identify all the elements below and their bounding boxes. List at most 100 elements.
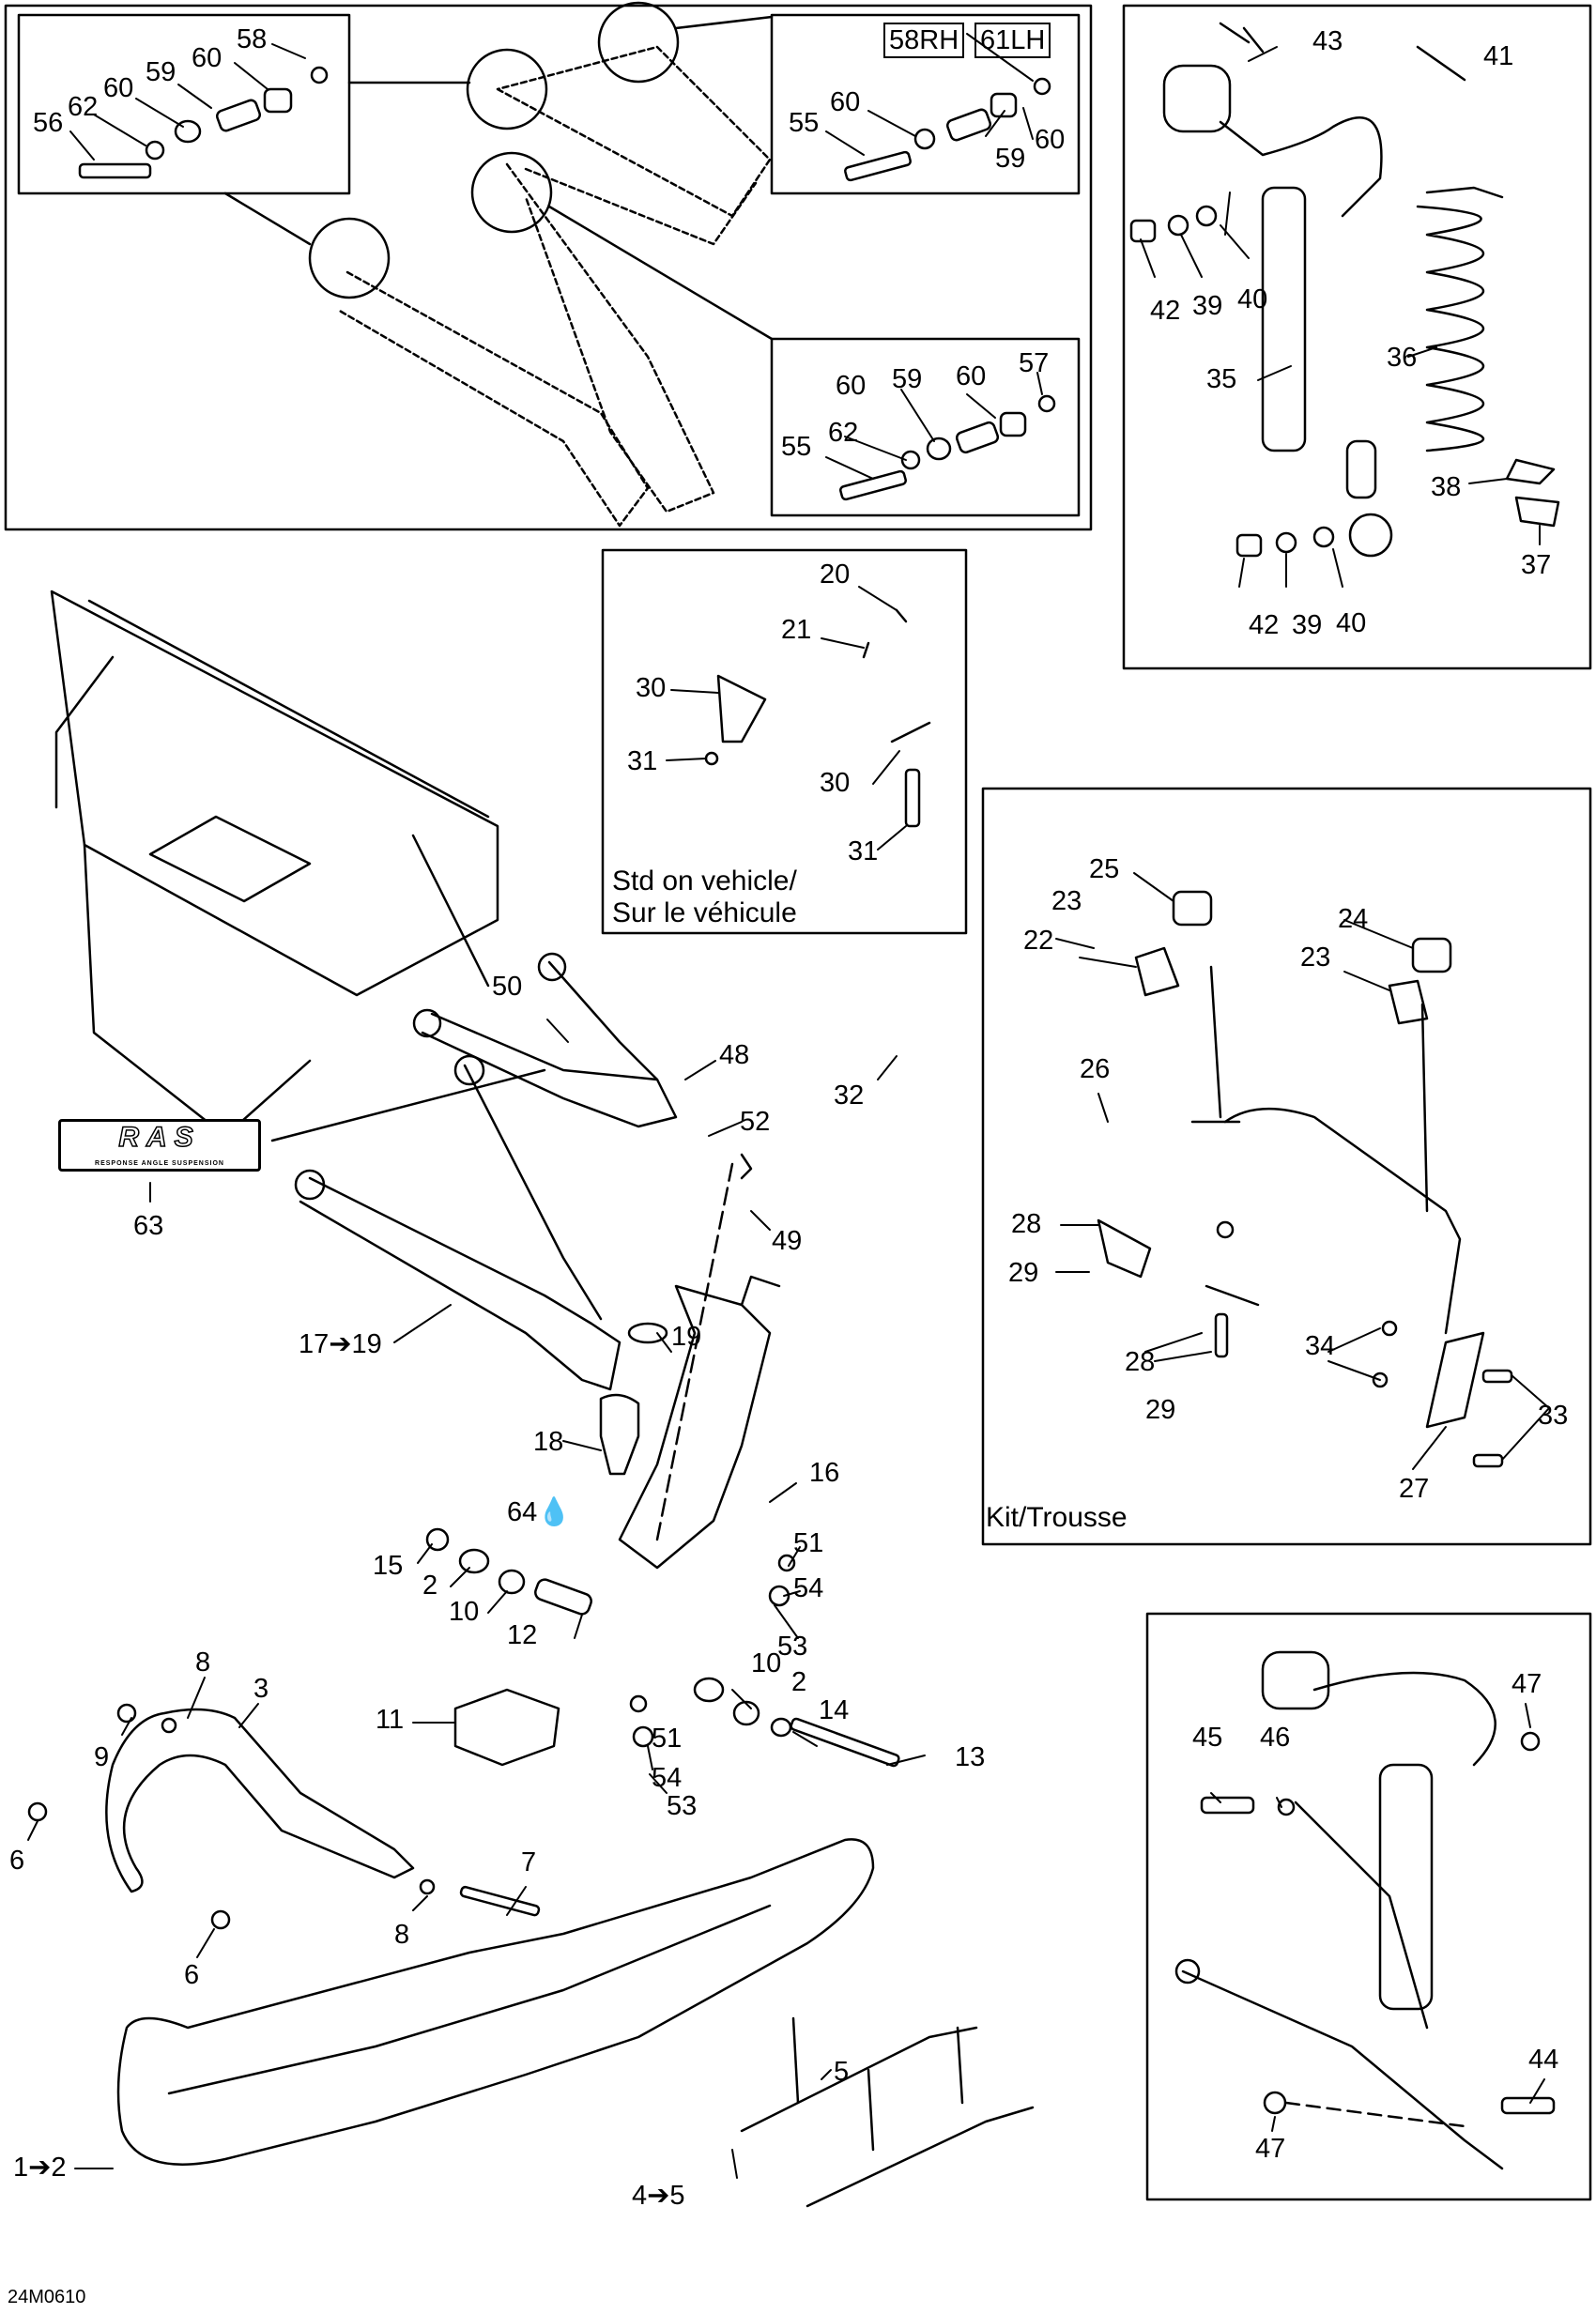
callout-44: 44 (1528, 2045, 1559, 2075)
lower-bushing-box (770, 337, 1081, 517)
callout-46: 46 (1260, 1723, 1291, 1753)
sway-bar-kit-box (981, 787, 1592, 1546)
callout-29: 29 (1145, 1395, 1176, 1425)
callout-52: 52 (740, 1107, 771, 1137)
upper-a-arm-48 (270, 952, 678, 1142)
callout-16: 16 (809, 1458, 840, 1488)
callout-19: 19 (671, 1322, 702, 1352)
callout-56: 56 (33, 108, 64, 138)
callout-48: 48 (719, 1040, 750, 1070)
shock-panel (1122, 4, 1592, 670)
callout-10: 10 (751, 1648, 782, 1678)
spindle-hardware (425, 1527, 900, 1768)
callout-51: 51 (652, 1724, 683, 1754)
std-on-vehicle-parts (704, 608, 931, 828)
callout-30: 30 (820, 768, 851, 798)
callout-53: 53 (777, 1632, 808, 1662)
callout-39: 39 (1292, 610, 1323, 640)
callout-10: 10 (449, 1597, 480, 1627)
std-on-vehicle-note: Std on vehicle/ (612, 866, 797, 896)
upper-a-arm-panel (4, 4, 1093, 531)
callout-62: 62 (828, 418, 859, 448)
callout-51: 51 (793, 1528, 824, 1558)
callout-62: 62 (68, 92, 99, 122)
callout-34: 34 (1305, 1331, 1336, 1361)
shock-absorber-drawing (1162, 22, 1466, 558)
callout-35: 35 (1206, 364, 1237, 394)
callout-37: 37 (1521, 550, 1552, 580)
callout-59: 59 (995, 144, 1026, 174)
sur-le-vehicule-note: Sur le véhicule (612, 897, 797, 928)
callout-24: 24 (1338, 904, 1369, 934)
lh-bushing-parts (844, 77, 1051, 182)
callout-22: 22 (1023, 926, 1054, 956)
callout-1-2: 1➔2 (13, 2153, 67, 2183)
callout-49: 49 (772, 1226, 803, 1256)
callout-40: 40 (1336, 608, 1367, 638)
std-on-vehicle-box (601, 548, 968, 935)
callout-64-lubricant: 64💧 (507, 1497, 572, 1527)
ras-logo-decal: RAS RESPONSE ANGLE SUSPENSION (58, 1119, 261, 1172)
callout-38: 38 (1431, 472, 1462, 502)
callout-30: 30 (636, 673, 667, 703)
callout-36: 36 (1387, 343, 1418, 373)
upper-magnifier-circles (223, 1, 774, 341)
callout-5: 5 (834, 2057, 850, 2087)
chassis-frame-drawing (50, 590, 499, 1138)
callout-31: 31 (848, 836, 879, 866)
ski-1 (116, 1838, 875, 2166)
callout-9: 9 (94, 1742, 110, 1772)
callout-2: 2 (422, 1571, 438, 1601)
callout-18: 18 (533, 1427, 564, 1457)
callout-59: 59 (892, 364, 923, 394)
callout-60: 60 (956, 361, 987, 391)
callout-6: 6 (184, 1960, 200, 1990)
callout-17-19: 17➔19 (299, 1329, 382, 1359)
callout-60: 60 (1035, 125, 1066, 155)
callout-42: 42 (1150, 296, 1181, 326)
callout-20: 20 (820, 559, 851, 590)
ras-logo-mark: RAS (118, 1122, 201, 1154)
rh-bushing-parts (78, 66, 329, 179)
callout-23: 23 (1300, 942, 1331, 973)
lower-bushing-parts (839, 394, 1056, 501)
callout-63: 63 (133, 1211, 164, 1241)
callout-57: 57 (1019, 348, 1050, 378)
callout-41: 41 (1483, 41, 1514, 71)
callout-27: 27 (1399, 1474, 1430, 1504)
callout-39: 39 (1192, 291, 1223, 321)
callout-47: 47 (1255, 2134, 1286, 2164)
callout-61lh-box: 61LH (974, 23, 1051, 58)
lh-detail-box (770, 13, 1081, 195)
shock-assembly-drawing (1174, 1650, 1556, 2170)
callout-55: 55 (781, 432, 812, 462)
kit-trousse-note: Kit/Trousse (986, 1502, 1128, 1533)
callout-60: 60 (836, 371, 867, 401)
callout-29: 29 (1008, 1258, 1039, 1288)
callout-8: 8 (195, 1647, 211, 1678)
shock-hardware (1129, 205, 1560, 558)
callout-45: 45 (1192, 1723, 1223, 1753)
leader-lines (27, 33, 1550, 2179)
callout-53: 53 (667, 1791, 698, 1821)
spindle-assembly (599, 1153, 781, 1570)
callout-6: 6 (9, 1846, 25, 1876)
shock-assembly-panel (1145, 1612, 1592, 2201)
callout-60: 60 (103, 73, 134, 103)
callout-60: 60 (830, 87, 861, 117)
callout-12: 12 (507, 1620, 538, 1650)
callout-4-5: 4➔5 (632, 2181, 685, 2211)
callout-54: 54 (793, 1573, 824, 1603)
ski-leg-3 (27, 1703, 541, 1930)
callout-42: 42 (1249, 610, 1280, 640)
sway-bar-26 (1097, 890, 1513, 1468)
callout-2: 2 (791, 1667, 807, 1697)
callout-43: 43 (1312, 26, 1343, 56)
callout-13: 13 (955, 1742, 986, 1772)
callout-23: 23 (1051, 886, 1082, 916)
rh-detail-box (17, 13, 351, 195)
lower-a-arm (294, 1054, 668, 1391)
callout-28: 28 (1125, 1347, 1156, 1377)
callout-31: 31 (627, 746, 658, 776)
